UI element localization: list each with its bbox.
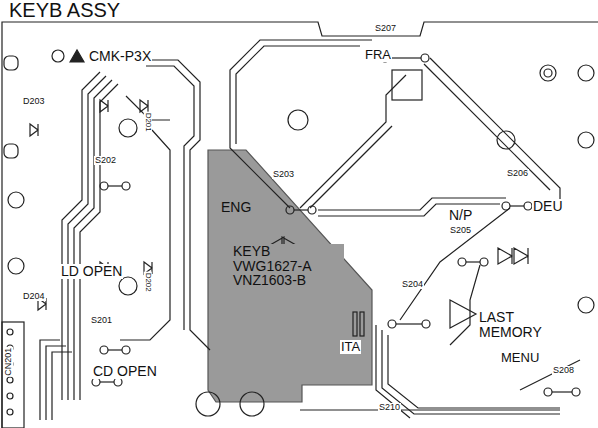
key-label: ENG [220, 200, 252, 215]
board-id: KEYB VWG1627-A VNZ1603-B [232, 244, 344, 288]
diode-ref: D204 [22, 292, 46, 301]
switch-ref: S208 [552, 366, 575, 375]
switch-ref: S206 [506, 169, 529, 178]
diode-ref: D202 [143, 272, 151, 293]
switch-ref: S207 [374, 24, 397, 33]
switch-ref: S201 [90, 316, 113, 325]
switch-ref: S202 [94, 156, 117, 165]
key-label: FRA [364, 48, 392, 62]
key-label: MENU [500, 351, 540, 365]
switch-ref: S205 [449, 226, 472, 235]
key-label: ITA [340, 340, 361, 354]
assembly-title: KEYB ASSY [8, 0, 121, 21]
key-label: LAST MEMORY [478, 310, 560, 339]
switch-ref: S210 [378, 403, 401, 412]
status-label: CD OPEN [92, 364, 158, 379]
key-label: DEU [532, 199, 564, 214]
switch-ref: S204 [401, 280, 424, 289]
status-label: LD OPEN [60, 264, 123, 279]
diode-ref: D203 [22, 97, 46, 106]
connector-ref: CN201 [4, 347, 13, 377]
switch-ref: S203 [272, 170, 295, 179]
diode-ref: D201 [143, 112, 151, 133]
key-label: N/P [448, 208, 473, 223]
part-number: CMK-P3X [88, 49, 152, 64]
